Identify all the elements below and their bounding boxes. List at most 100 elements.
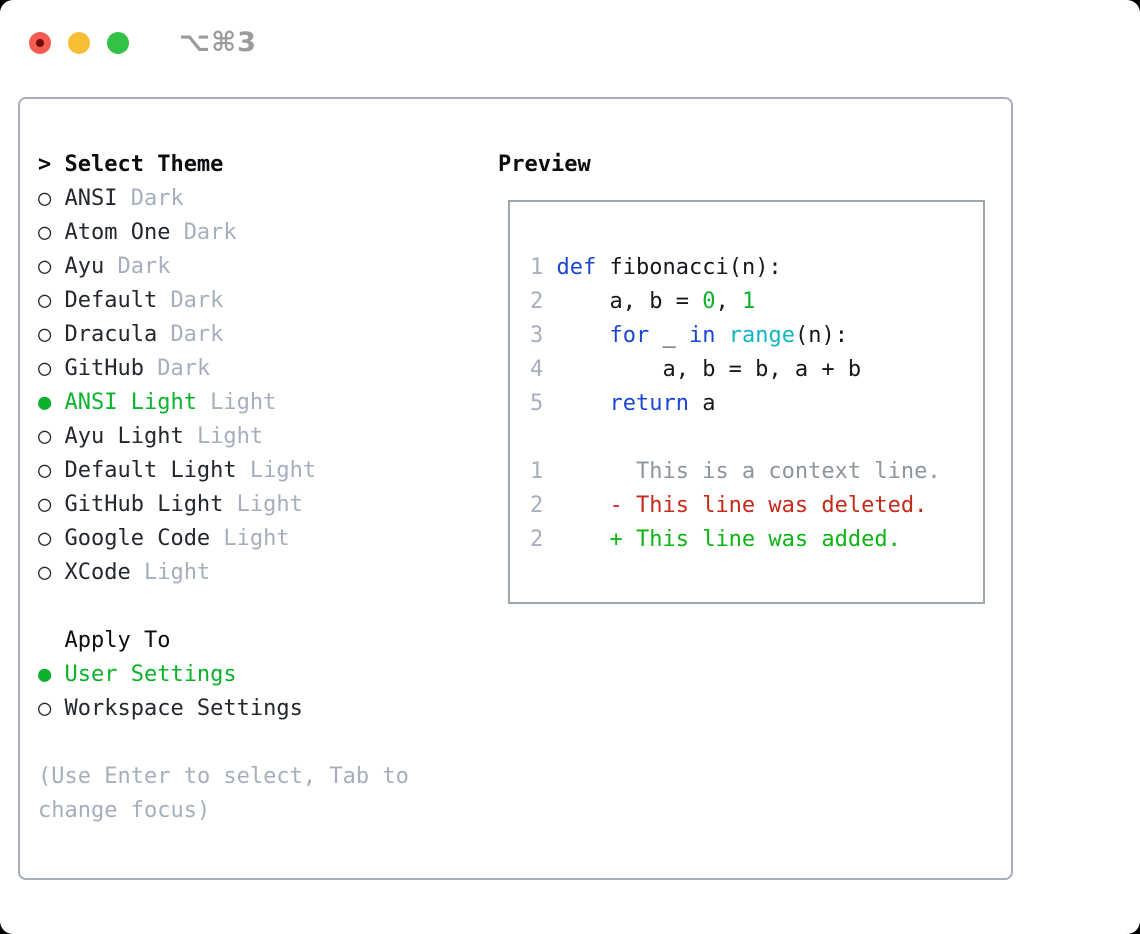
radio-unselected-icon: ○ — [38, 254, 52, 279]
theme-name: GitHub Light — [64, 492, 224, 517]
line-number-gap — [543, 255, 556, 280]
code-preview: 1 def fibonacci(n): 2 a, b = 0, 1 3 for _ … — [530, 251, 983, 421]
radio-unselected-icon: ○ — [38, 424, 52, 449]
code-segment — [557, 391, 610, 416]
line-number: 4 — [530, 357, 544, 382]
theme-option-dracula[interactable]: ○ Dracula Dark — [38, 318, 409, 352]
theme-name: XCode — [64, 560, 131, 585]
code-segment: This is a context line. — [556, 459, 941, 484]
theme-name: ANSI Light — [64, 390, 197, 415]
radio-unselected-icon: ○ — [38, 526, 52, 551]
radio-unselected-icon: ○ — [38, 492, 52, 517]
record-dot-icon — [36, 38, 44, 47]
apply-option-label: Workspace Settings — [64, 696, 303, 721]
code-segment: range — [728, 323, 795, 348]
hint-line-2: change focus) — [38, 798, 211, 823]
apply-option-user-settings[interactable]: ● User Settings — [38, 658, 409, 692]
theme-variant: Dark — [170, 288, 224, 313]
theme-variant: Dark — [183, 220, 237, 245]
line-number: 1 — [530, 255, 544, 280]
apply-option-workspace-settings[interactable]: ○ Workspace Settings — [38, 692, 409, 726]
theme-variant: Light — [210, 390, 277, 415]
preview-box: 1 def fibonacci(n): 2 a, b = 0, 1 3 for _ … — [508, 200, 985, 604]
code-segment: 1 — [741, 289, 756, 314]
line-number: 2 — [530, 493, 544, 518]
close-button[interactable] — [29, 31, 51, 54]
apply-to-list: ● User Settings ○ Workspace Settings — [38, 658, 409, 726]
radio-unselected-icon: ○ — [38, 288, 52, 313]
theme-name: Ayu — [64, 254, 105, 279]
line-number: 5 — [530, 391, 544, 416]
code-segment: a, b = b, a + b — [556, 357, 862, 382]
code-line: 5 return a — [530, 387, 983, 421]
radio-unselected-icon: ○ — [38, 220, 52, 245]
code-segment: + This line was added. — [556, 527, 901, 552]
code-segment: for — [609, 323, 650, 348]
theme-option-ayu[interactable]: ○ Ayu Dark — [38, 250, 409, 284]
theme-variant: Dark — [117, 254, 171, 279]
apply-option-label: User Settings — [64, 662, 237, 687]
code-segment: 0 — [702, 289, 716, 314]
minimize-button[interactable] — [68, 31, 90, 54]
theme-option-github-light[interactable]: ○ GitHub Light Light — [38, 488, 409, 522]
code-segment: a, b = — [556, 289, 703, 314]
line-number: 1 — [530, 459, 544, 484]
theme-variant: Light — [196, 424, 264, 449]
theme-variant: Dark — [130, 186, 184, 211]
theme-option-ansi-light[interactable]: ● ANSI Light Light — [38, 386, 409, 420]
theme-name: Dracula — [64, 322, 158, 347]
line-number: 2 — [530, 527, 544, 552]
line-number: 3 — [530, 323, 544, 348]
theme-option-default[interactable]: ○ Default Dark — [38, 284, 409, 318]
code-segment: def — [556, 255, 597, 280]
theme-variant: Dark — [170, 322, 224, 347]
line-number-gap — [543, 323, 556, 348]
code-segment: return — [609, 391, 689, 416]
diff-preview: 1 This is a context line. 2 - This line w… — [530, 455, 983, 557]
radio-selected-icon: ● — [38, 662, 52, 687]
select-theme-title: Select Theme — [64, 152, 224, 177]
theme-variant: Light — [223, 526, 290, 551]
spacer — [530, 421, 983, 455]
theme-name: Default Light — [64, 458, 237, 483]
code-line: 4 a, b = b, a + b — [530, 353, 983, 387]
zoom-button[interactable] — [107, 31, 129, 54]
theme-variant: Light — [236, 492, 303, 517]
code-segment: a — [688, 391, 716, 416]
theme-name: ANSI — [64, 186, 118, 211]
code-segment: , — [715, 289, 742, 314]
radio-selected-icon: ● — [38, 390, 52, 415]
theme-name: Default — [64, 288, 158, 313]
code-segment: in — [688, 323, 716, 348]
spacer — [38, 726, 409, 760]
diff-line: 2 + This line was added. — [530, 523, 983, 557]
code-line: 3 for _ in range(n): — [530, 319, 983, 353]
theme-name: Google Code — [64, 526, 211, 551]
radio-unselected-icon: ○ — [38, 458, 52, 483]
window-titlebar: ⌥⌘3 — [29, 27, 257, 58]
code-segment: fibonacci(n): — [596, 255, 782, 280]
prompt-icon: > — [38, 152, 52, 177]
radio-unselected-icon: ○ — [38, 322, 52, 347]
code-segment: _ — [649, 323, 689, 348]
code-segment: (n): — [794, 323, 848, 348]
line-number-gap — [543, 459, 556, 484]
radio-unselected-icon: ○ — [38, 696, 52, 721]
diff-line: 2 - This line was deleted. — [530, 489, 983, 523]
radio-unselected-icon: ○ — [38, 356, 52, 381]
code-segment: - This line was deleted. — [556, 493, 928, 518]
line-number-gap — [543, 391, 556, 416]
line-number: 2 — [530, 289, 544, 314]
theme-option-google-code[interactable]: ○ Google Code Light — [38, 522, 409, 556]
spacer — [38, 590, 409, 624]
keyboard-shortcut-label: ⌥⌘3 — [179, 27, 257, 58]
